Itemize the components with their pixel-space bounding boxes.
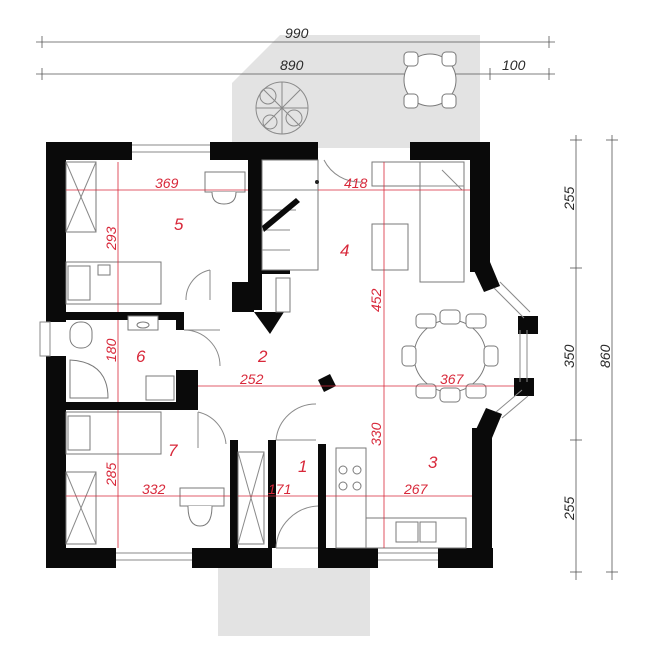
room6-depth-label: 180 xyxy=(103,338,119,362)
bathroom-6-furniture xyxy=(69,315,175,401)
room-number-3: 3 xyxy=(428,453,438,472)
bedroom-7-furniture xyxy=(65,411,225,545)
room3-depth-label: 330 xyxy=(368,422,384,446)
room7-depth-label: 285 xyxy=(103,462,119,487)
room5-width-label: 369 xyxy=(155,175,179,191)
bay-window xyxy=(493,281,531,419)
interior-dimension-lines xyxy=(66,162,514,548)
room5-depth-label: 293 xyxy=(103,226,119,251)
top-body-dimension: 890 xyxy=(280,57,304,73)
room2-width-label: 252 xyxy=(239,371,264,387)
entrance-terrace xyxy=(218,568,370,636)
room1-width-label: 171 xyxy=(268,481,291,497)
dining-table xyxy=(401,309,499,403)
room4-width-label: 418 xyxy=(344,175,368,191)
top-dimension-lines xyxy=(36,36,555,80)
room-number-1: 1 xyxy=(298,457,307,476)
stairs xyxy=(261,159,319,271)
doors xyxy=(183,159,363,549)
room-number-6: 6 xyxy=(136,347,146,366)
room7-width-label: 332 xyxy=(142,481,166,497)
top-offset-dimension: 100 xyxy=(502,57,526,73)
right-dimension-total: 860 xyxy=(597,344,613,368)
room-number-2: 2 xyxy=(257,347,268,366)
right-dimension-lower: 255 xyxy=(561,496,577,521)
windows xyxy=(39,144,438,561)
room-number-7: 7 xyxy=(168,441,178,460)
plant-icon xyxy=(255,81,309,135)
terrace-furniture xyxy=(403,51,457,109)
right-dimension-middle: 350 xyxy=(561,344,577,368)
room-number-4: 4 xyxy=(340,241,349,260)
room4-dining-width-label: 367 xyxy=(440,371,465,387)
room-number-5: 5 xyxy=(174,215,184,234)
right-dimension-lines xyxy=(570,135,618,580)
room4-depth-label: 452 xyxy=(368,288,384,312)
kitchen-furniture xyxy=(335,447,467,549)
bedroom-5-furniture xyxy=(65,161,246,305)
room3-width-label: 267 xyxy=(403,481,429,497)
exterior-walls xyxy=(46,142,538,568)
interior-walls xyxy=(66,160,336,548)
living-room-furniture xyxy=(275,161,465,313)
top-total-dimension: 990 xyxy=(285,25,309,41)
right-dimension-upper: 255 xyxy=(561,186,577,211)
wardrobe xyxy=(237,451,265,545)
